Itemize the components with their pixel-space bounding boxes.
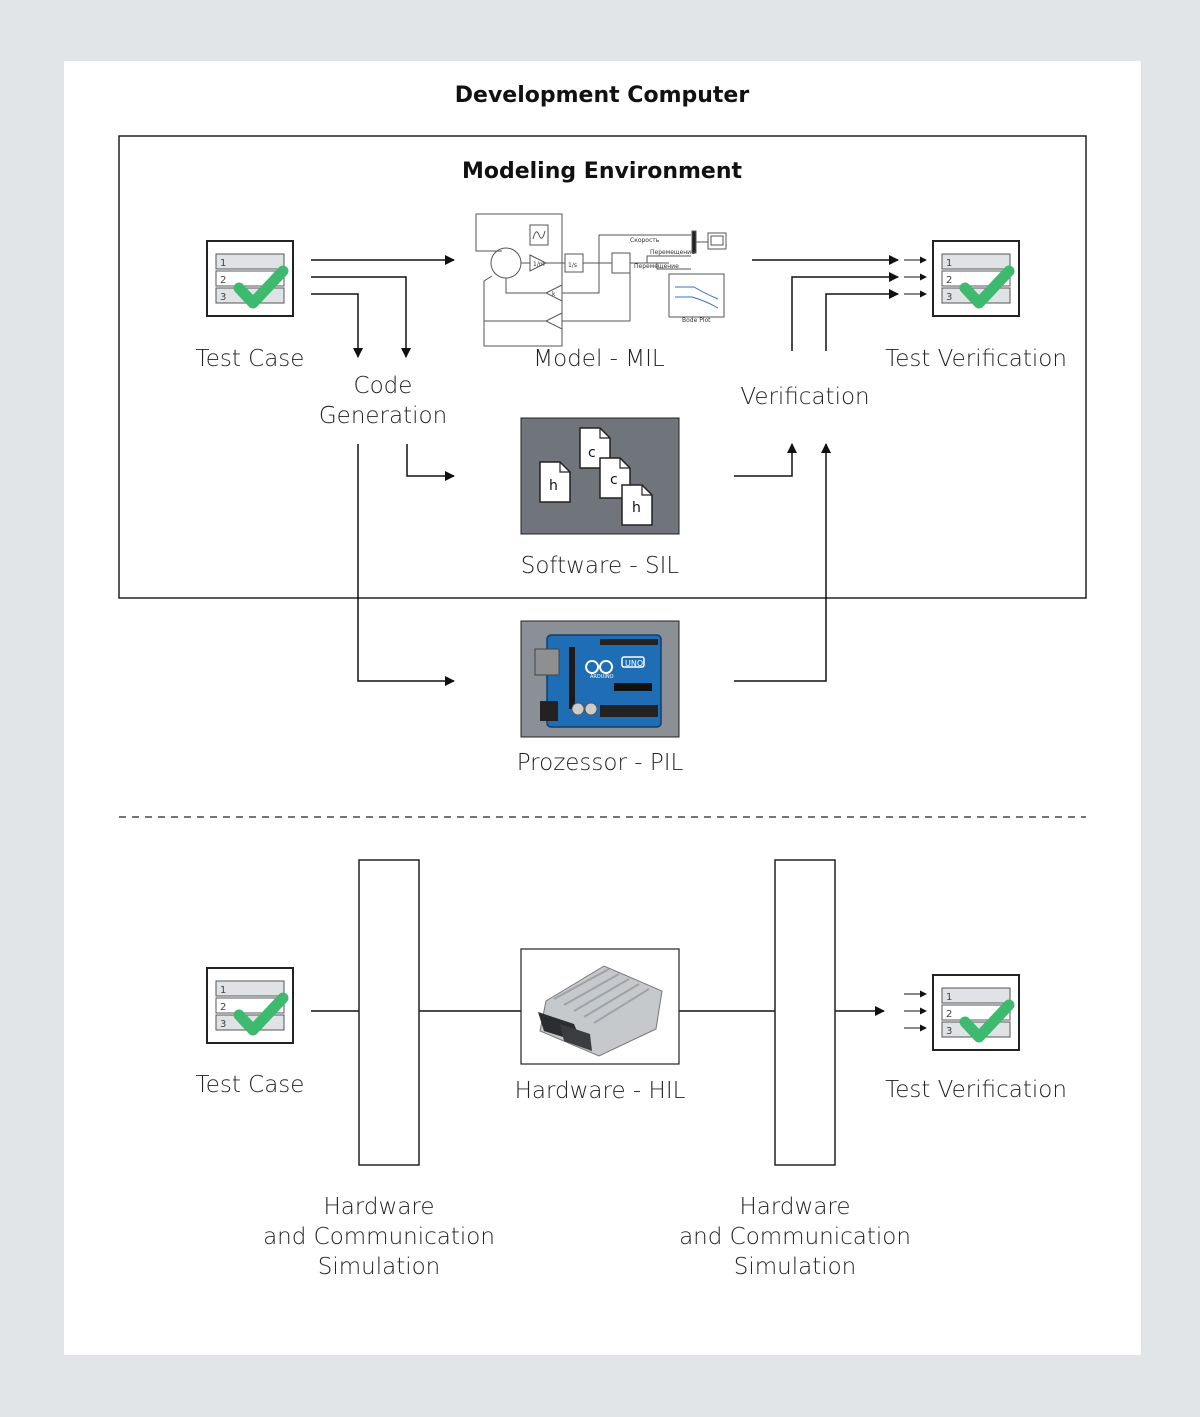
- software-sil-box: c h c h: [520, 417, 680, 535]
- hw-sim-right-label-line1: Hardware: [739, 1194, 851, 1220]
- hardware-hil-box: [520, 948, 680, 1065]
- prozessor-pil-label: Prozessor - PIL: [516, 750, 684, 776]
- hw-sim-left-label-line3: Simulation: [317, 1254, 441, 1280]
- prozessor-pil-box: UNO ARDUINO: [520, 620, 680, 738]
- checklist-row-number: 2: [946, 275, 952, 286]
- diagram-sheet: Скорость Перемещение Перемещение Bode Pl…: [64, 61, 1141, 1355]
- modeling-environment-title: Modeling Environment: [461, 159, 743, 184]
- signal-displacement-1-label: Перемещение: [650, 249, 695, 256]
- checklist-row-number: 1: [220, 985, 226, 996]
- arduino-board-image: UNO ARDUINO: [534, 634, 662, 728]
- checklist-row-number: 1: [220, 258, 226, 269]
- arduino-brand: UNO: [625, 659, 643, 668]
- checklist-row-number: 1: [946, 258, 952, 269]
- test-verification-top-label: Test Verification: [885, 346, 1067, 372]
- gain-k-label: k: [552, 291, 556, 298]
- checklist-row-number: 2: [946, 1009, 952, 1020]
- hil-signal-chain: [311, 990, 927, 1032]
- checklist-row-number: 3: [946, 1026, 952, 1037]
- test-case-top-label: Test Case: [195, 346, 305, 372]
- checklist-row-number: 2: [220, 275, 226, 286]
- saturation-label: 1/m: [533, 261, 545, 268]
- svg-text:h: h: [549, 478, 558, 494]
- ecu-image: [538, 965, 663, 1057]
- simulink-labels: Скорость Перемещение Перемещение Bode Pl…: [533, 237, 711, 324]
- hw-sim-left-label-line1: Hardware: [323, 1194, 435, 1220]
- verification-label: Verification: [740, 384, 870, 410]
- hw-comm-simulation-right-box: [774, 859, 836, 1166]
- checklist-row-number: 3: [946, 292, 952, 303]
- arduino-sub: ARDUINO: [590, 674, 614, 680]
- hw-comm-simulation-left-box: [358, 859, 420, 1166]
- test-case-bottom-label: Test Case: [195, 1072, 305, 1098]
- integrator-label: 1/s: [568, 262, 577, 269]
- modeling-environment-frame: [118, 135, 1087, 599]
- checklist-row-number: 3: [220, 1019, 226, 1030]
- svg-text:c: c: [610, 472, 618, 488]
- code-generation-label-line2: Generation: [318, 403, 448, 429]
- development-computer-title: Development Computer: [454, 83, 750, 108]
- hw-sim-right-label-line2: and Communication: [679, 1224, 911, 1250]
- signal-displacement-2-label: Перемещение: [634, 263, 679, 270]
- code-generation-label-line1: Code: [353, 373, 413, 399]
- software-sil-label: Software - SIL: [520, 553, 680, 579]
- simulink-model-diagram: [475, 213, 727, 347]
- checklist-row-number: 3: [220, 292, 226, 303]
- checklist-row-number: 2: [220, 1002, 226, 1013]
- hardware-hil-label: Hardware - HIL: [514, 1078, 686, 1104]
- model-mil-label: Model - MIL: [533, 346, 665, 372]
- bode-plot-label: Bode Plot: [682, 317, 711, 324]
- verification-arrows: [752, 255, 927, 351]
- signal-speed-label: Скорость: [630, 237, 660, 244]
- hw-sim-right-label-line3: Simulation: [733, 1254, 857, 1280]
- test-case-to-model-arrow: [311, 255, 455, 358]
- svg-text:c: c: [588, 445, 596, 461]
- test-verification-bottom-label: Test Verification: [885, 1077, 1067, 1103]
- svg-text:h: h: [632, 500, 641, 516]
- checklist-row-number: 1: [946, 992, 952, 1003]
- code-generation-arrows: [357, 443, 831, 686]
- diagram-canvas: Скорость Перемещение Перемещение Bode Pl…: [118, 135, 1087, 1166]
- hw-sim-left-label-line2: and Communication: [263, 1224, 495, 1250]
